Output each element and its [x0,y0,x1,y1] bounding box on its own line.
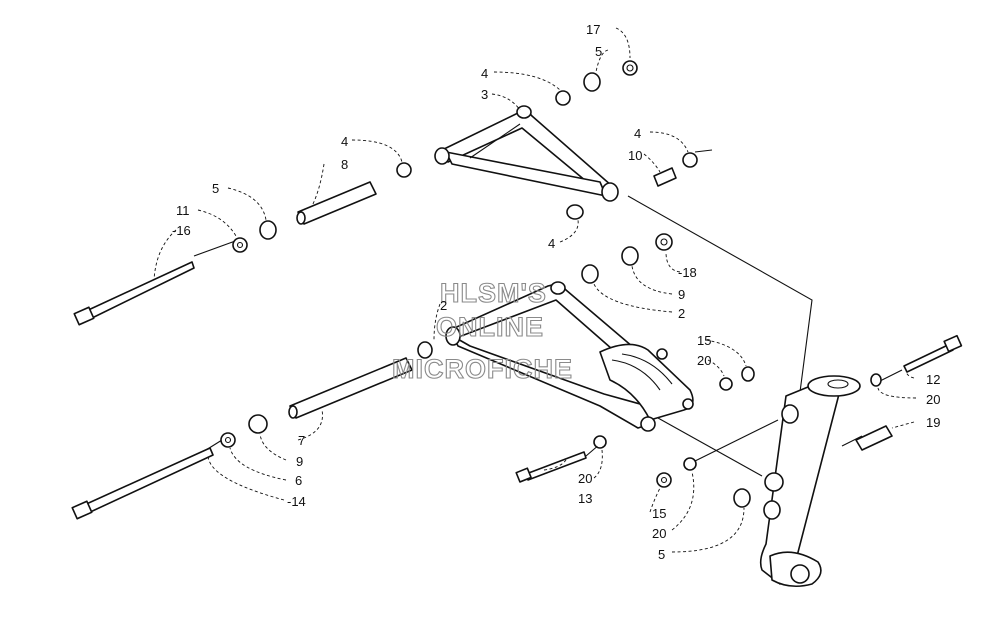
callout-20: 20 [652,526,666,541]
callout-5: 5 [658,547,665,562]
callout-4: 4 [481,66,488,81]
bolt-14 [71,447,214,520]
callout-20: 20 [926,392,940,407]
bolt-16 [73,261,195,326]
callout-6: 6 [295,473,302,488]
callout-11: 11 [176,203,190,218]
callout-15: 15 [652,506,666,521]
callout-14: -14 [287,494,306,509]
callout-8: 8 [341,157,348,172]
callout-2: 2 [440,298,447,313]
callout-7: 7 [298,433,305,448]
guide-line-upper-arm-to-spindle [627,195,813,393]
callout-12: 12 [926,372,940,387]
callout-10: 10 [628,148,642,163]
callout-17: 17 [586,22,600,37]
callout-18: -18 [678,265,697,280]
guide-line-pin-to-spindle [841,435,863,447]
lower-a-arm [445,281,694,432]
guide-line-washer-to-spindle [692,419,779,463]
guide-line-bushing-4 [694,149,713,153]
guide-line-lower-arm-to-spindle [657,417,763,477]
sleeve-8 [296,181,377,225]
sleeve-7 [288,357,413,419]
callout-3: 3 [481,87,488,102]
callout-9: 9 [296,454,303,469]
leader-lines [153,27,917,553]
callout-2: 2 [678,306,685,321]
callout-4: 4 [341,134,348,149]
watermark-line-2: ONLINE [436,312,544,342]
callout-13: 13 [578,491,592,506]
guide-line-bolt-12 [877,369,903,383]
guide-line-bolt-16 [193,239,239,257]
callout-labels: 17 5 4 3 4 8 4 10 5 11 -16 4 -18 9 2 2 1… [172,22,940,562]
watermark: HLSM'S ONLINE MICROFICHE [391,277,573,384]
callout-9: 9 [678,287,685,302]
callout-4: 4 [548,236,555,251]
callout-16: -16 [172,223,191,238]
bolt-13 [515,451,587,483]
watermark-line-3: MICROFICHE [392,354,573,384]
hardware [220,60,882,508]
pin-19 [855,425,893,451]
sleeve-10 [653,167,677,187]
callout-20: 20 [697,353,711,368]
spindle [759,375,861,588]
callout-4: 4 [634,126,641,141]
bolt-12 [903,334,963,373]
callout-15: 15 [697,333,711,348]
upper-a-arm [434,105,619,202]
guide-lines [193,149,903,477]
callout-5: 5 [595,44,602,59]
watermark-line-1: HLSM'S [440,278,547,308]
callout-20: 20 [578,471,592,486]
callout-5: 5 [212,181,219,196]
callout-19: 19 [926,415,940,430]
